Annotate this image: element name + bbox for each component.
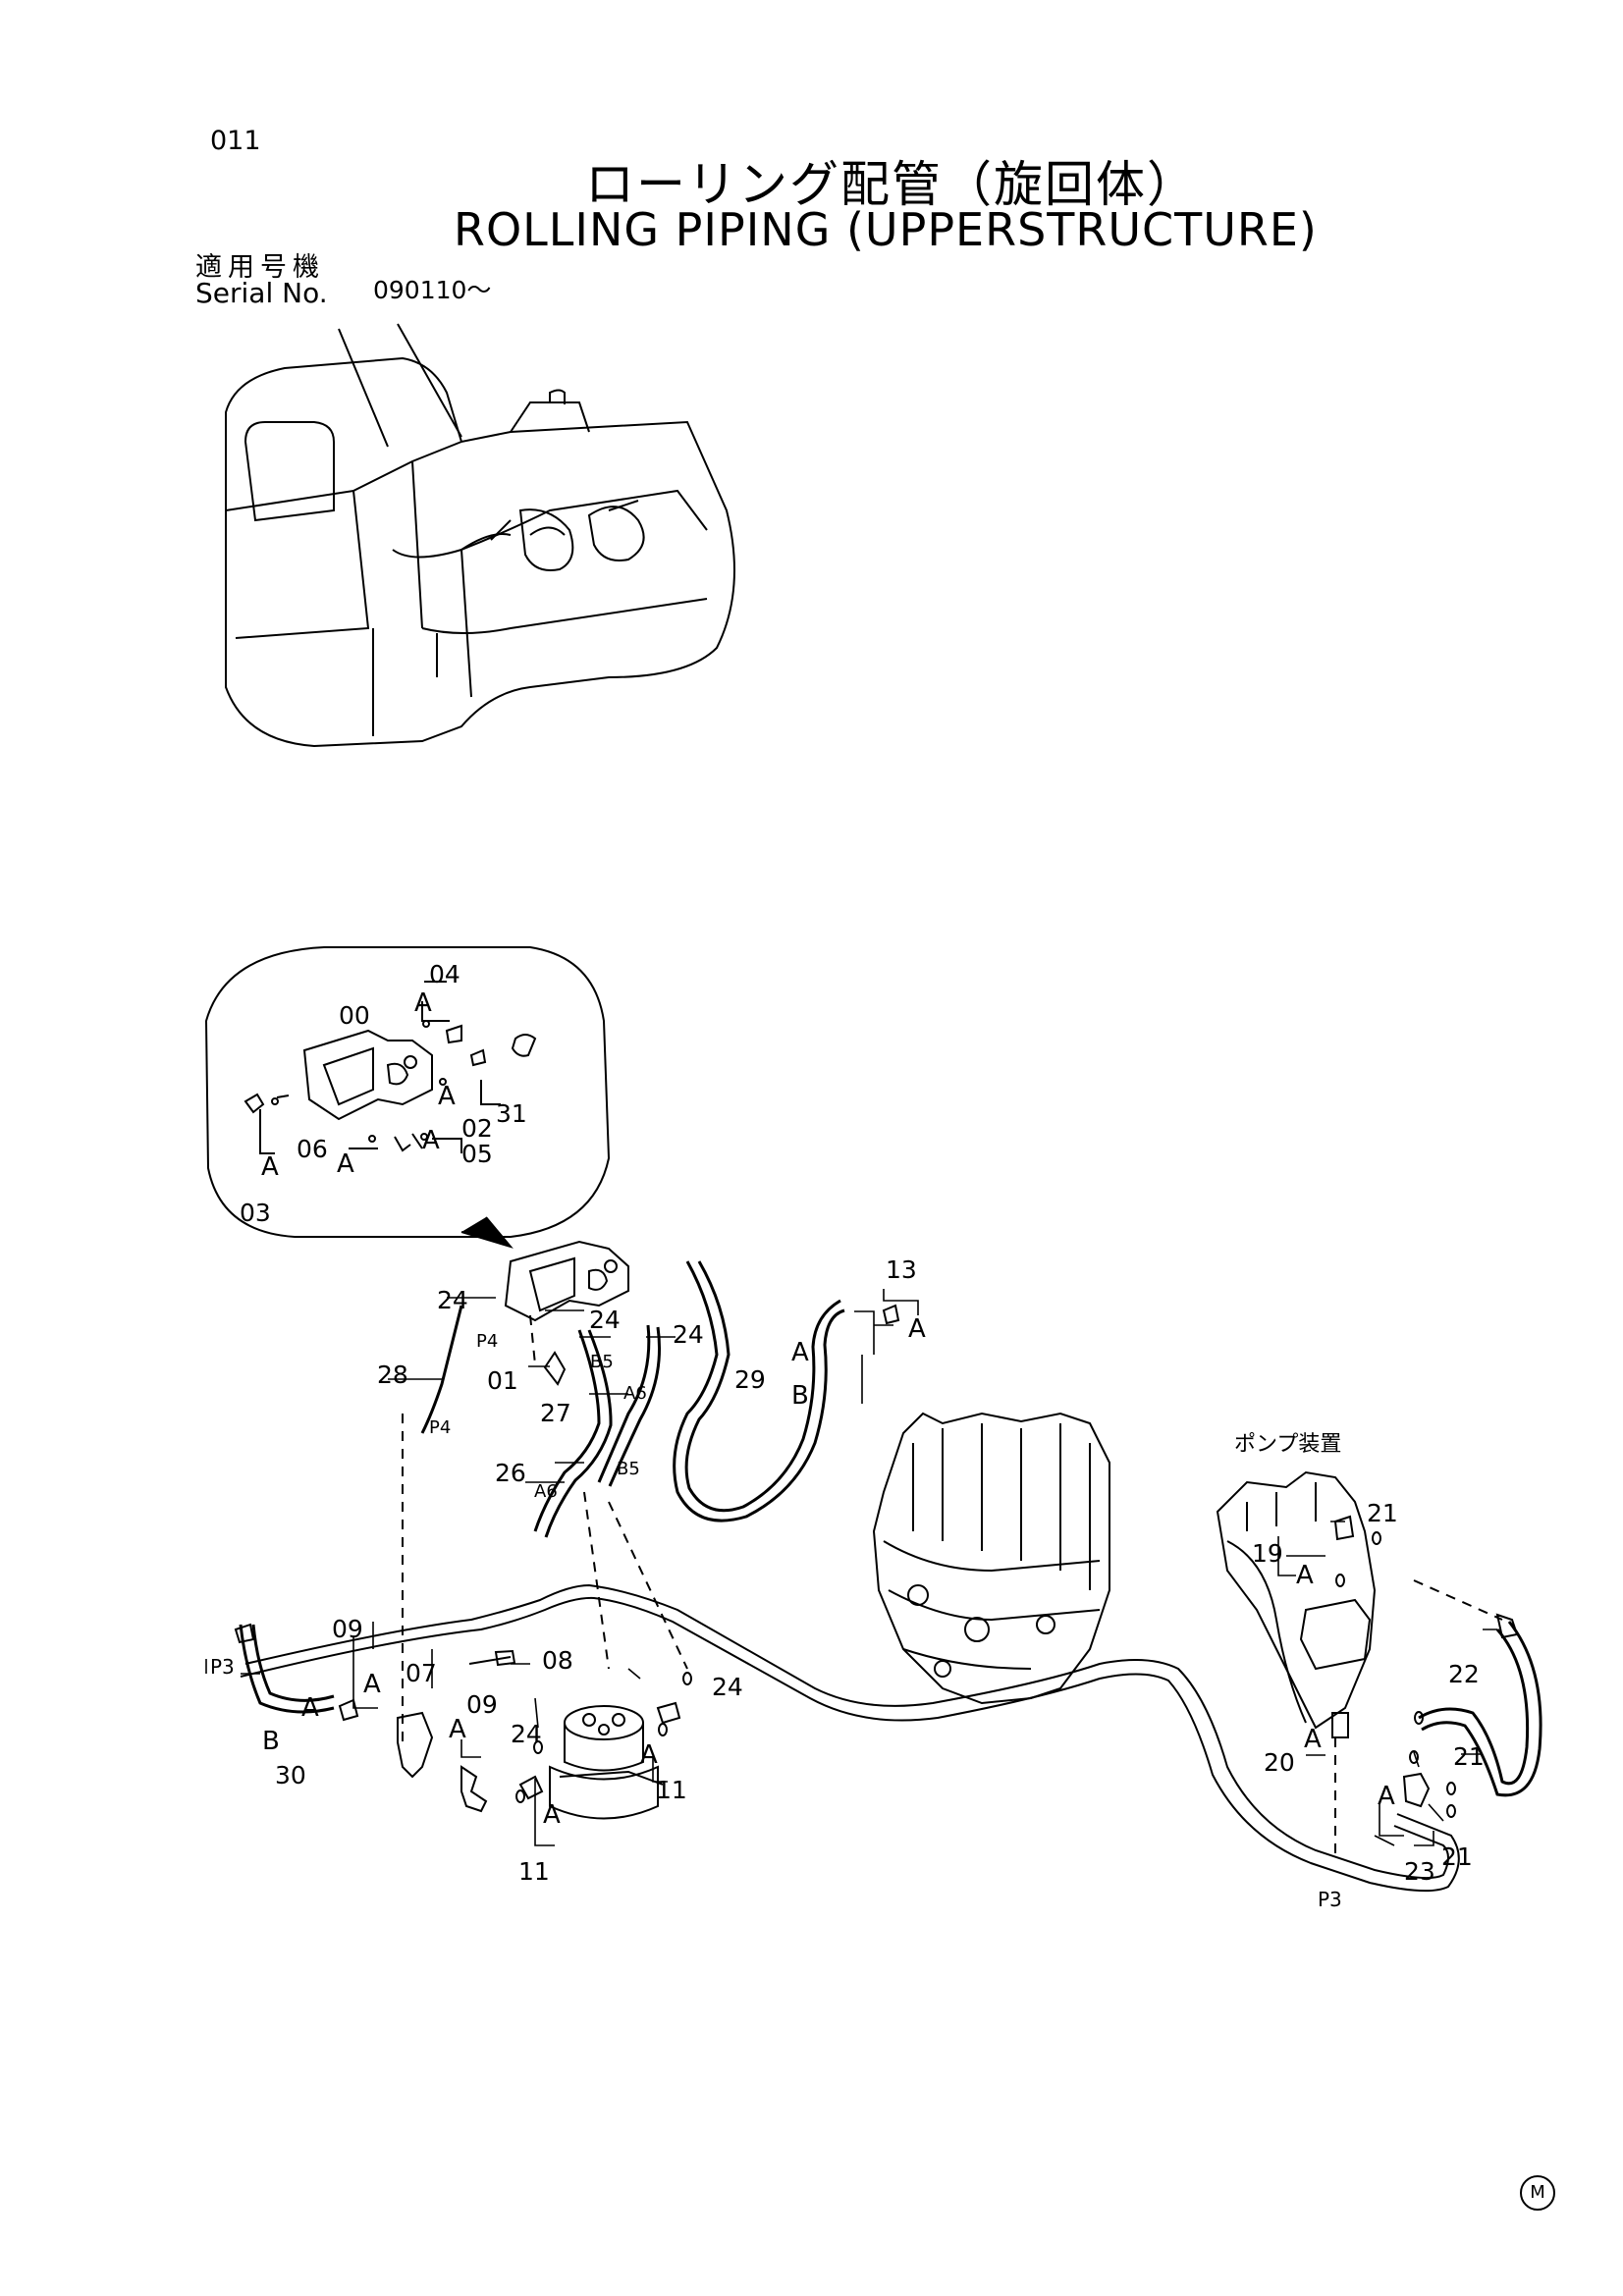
- label-a: A: [1304, 1725, 1322, 1754]
- callout-09-a: 09: [332, 1615, 363, 1643]
- label-a: A: [414, 988, 432, 1018]
- label-p3: P3: [1318, 1888, 1342, 1911]
- callout-23: 23: [1404, 1857, 1435, 1886]
- title-english: ROLLING PIPING (UPPERSTRUCTURE): [454, 203, 1318, 256]
- callout-19: 19: [1252, 1539, 1283, 1568]
- label-a: A: [422, 1126, 440, 1155]
- callout-29: 29: [734, 1365, 766, 1394]
- serial-value: 090110～: [373, 276, 492, 304]
- label-a: A: [1378, 1782, 1395, 1811]
- callout-22: 22: [1448, 1660, 1480, 1688]
- serial-label-japanese: 適用号機: [195, 252, 325, 283]
- control-valve: [872, 1412, 1110, 1705]
- callout-01: 01: [487, 1366, 518, 1395]
- callout-24-b: 24: [589, 1306, 621, 1334]
- callout-00: 00: [339, 1001, 370, 1030]
- excavator-overview: [225, 323, 735, 748]
- sub-labels: A A A A A A B A A A B A A A A A A P3 P3 …: [210, 988, 1395, 1911]
- callout-26: 26: [495, 1459, 526, 1487]
- pump-device: [1216, 1470, 1377, 1730]
- label-p4: P4: [429, 1417, 451, 1438]
- label-a: A: [1296, 1561, 1314, 1590]
- callout-11-b: 11: [518, 1857, 550, 1886]
- callout-31: 31: [496, 1099, 527, 1128]
- leaders: [205, 1289, 1497, 1846]
- callout-21-c: 21: [1441, 1842, 1473, 1871]
- detail-bubble: [204, 946, 611, 1249]
- callout-21-a: 21: [1367, 1499, 1398, 1527]
- callout-07: 07: [406, 1659, 437, 1687]
- label-a: A: [543, 1800, 561, 1830]
- label-b5: B5: [590, 1352, 614, 1372]
- title-japanese: ローリング配管（旋回体）: [585, 156, 1198, 213]
- m-mark: M: [1520, 2175, 1555, 2211]
- pump-device-label: ポンプ装置: [1234, 1432, 1341, 1457]
- serial-label-english: Serial No.: [195, 277, 328, 309]
- label-b5: B5: [617, 1459, 640, 1479]
- label-p4: P4: [476, 1331, 498, 1352]
- callout-11-a: 11: [656, 1776, 687, 1804]
- label-a: A: [363, 1670, 381, 1699]
- label-a: A: [791, 1338, 809, 1367]
- callout-09-b: 09: [466, 1690, 498, 1719]
- callout-03: 03: [240, 1199, 271, 1227]
- callout-27: 27: [540, 1399, 571, 1427]
- label-a: A: [449, 1715, 466, 1744]
- hoses: [239, 1260, 1542, 1893]
- label-a: A: [438, 1082, 456, 1111]
- page-number: 011: [210, 126, 261, 156]
- callout-13: 13: [886, 1255, 917, 1284]
- callout-24-e: 24: [712, 1673, 743, 1701]
- label-p3: P3: [210, 1655, 235, 1679]
- label-a6: A6: [623, 1383, 647, 1404]
- label-a: A: [261, 1152, 279, 1182]
- callout-24-c: 24: [673, 1320, 704, 1349]
- swivel-joint: [549, 1705, 664, 1820]
- label-a: A: [640, 1740, 658, 1770]
- label-b: B: [262, 1727, 280, 1756]
- callout-08: 08: [542, 1646, 573, 1675]
- callout-04: 04: [429, 960, 460, 988]
- fittings: [234, 1304, 1519, 1818]
- callout-24-a: 24: [437, 1286, 468, 1314]
- callout-30: 30: [275, 1761, 306, 1789]
- pilot-valve-block: [504, 1240, 629, 1322]
- callout-20: 20: [1264, 1748, 1295, 1777]
- callout-02: 02: [461, 1114, 493, 1143]
- label-a: A: [337, 1149, 354, 1179]
- callout-28: 28: [377, 1361, 408, 1389]
- label-b: B: [791, 1381, 809, 1411]
- callout-numbers: 04 00 02 31 06 05 03 24 24 24 28 01 27 2…: [240, 960, 1485, 1886]
- label-a6: A6: [534, 1481, 558, 1502]
- label-a: A: [301, 1693, 319, 1723]
- label-a: A: [908, 1314, 926, 1344]
- callout-24-d: 24: [511, 1720, 542, 1748]
- callout-05: 05: [461, 1140, 493, 1168]
- callout-06: 06: [297, 1135, 328, 1163]
- callout-21-b: 21: [1453, 1742, 1485, 1771]
